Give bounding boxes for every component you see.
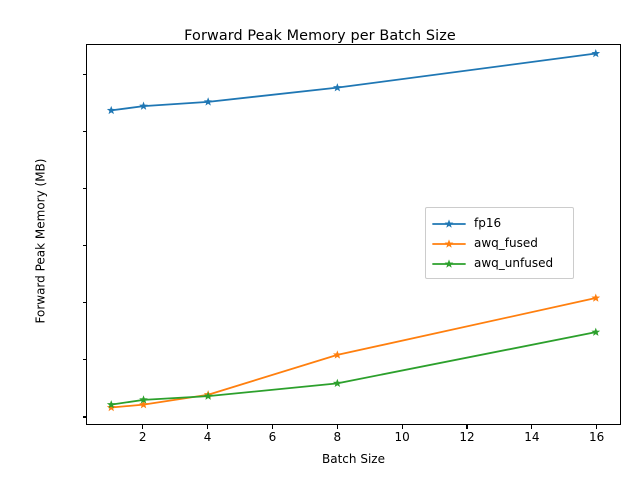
- legend-marker-icon-awq_fused: [432, 236, 466, 250]
- data-point-awq_fused-2: [139, 400, 148, 409]
- legend-marker-icon-awq_unfused: [432, 256, 466, 270]
- x-tick-label: 6: [268, 430, 277, 444]
- y-tick-mark: [82, 359, 86, 361]
- legend-label-awq_fused: awq_fused: [474, 236, 538, 250]
- data-point-awq_fused-8: [332, 350, 342, 359]
- data-point-awq_unfused-2: [139, 395, 148, 404]
- data-point-fp16-16: [591, 48, 601, 58]
- x-tick-mark: [466, 425, 468, 429]
- chart-legend: fp16 awq_fused awq_unfused: [425, 207, 574, 279]
- y-tick-mark: [82, 130, 86, 132]
- data-point-awq_unfused-4: [203, 391, 213, 400]
- legend-item-awq_unfused[interactable]: awq_unfused: [432, 253, 567, 273]
- data-point-fp16-2: [139, 101, 148, 110]
- y-tick-mark: [82, 302, 86, 304]
- series-awq_unfused: [106, 327, 601, 409]
- y-axis-label: Forward Peak Memory (MB): [33, 158, 48, 324]
- legend-item-awq_fused[interactable]: awq_fused: [432, 233, 567, 253]
- x-tick-label: 12: [459, 430, 475, 444]
- y-tick-mark: [82, 187, 86, 189]
- data-point-awq_fused-1: [106, 402, 116, 412]
- data-point-fp16-4: [203, 97, 213, 106]
- series-line-awq_fused: [110, 297, 597, 409]
- series-line-fp16: [110, 52, 597, 112]
- y-tick-mark: [82, 245, 86, 247]
- legend-label-awq_unfused: awq_unfused: [474, 256, 554, 270]
- y-tick-mark: [82, 416, 86, 418]
- series-lines: [106, 48, 601, 412]
- series-fp16: [106, 48, 601, 115]
- x-tick-mark: [596, 425, 598, 429]
- series-line-awq_unfused: [110, 331, 597, 406]
- data-point-fp16-1: [106, 105, 116, 115]
- x-tick-mark: [336, 425, 338, 429]
- series-awq_fused: [106, 293, 601, 412]
- legend-label-fp16: fp16: [474, 216, 502, 230]
- y-tick-mark: [82, 73, 86, 75]
- data-point-awq_unfused-1: [106, 400, 116, 409]
- legend-marker-icon-fp16: [432, 216, 466, 230]
- x-tick-label: 2: [138, 430, 147, 444]
- data-point-awq_unfused-8: [332, 378, 342, 388]
- x-tick-label: 10: [394, 430, 410, 444]
- x-tick-mark: [531, 425, 533, 429]
- x-tick-mark: [142, 425, 144, 429]
- x-tick-label: 4: [203, 430, 212, 444]
- data-point-awq_fused-16: [591, 293, 601, 302]
- data-point-fp16-8: [332, 83, 342, 92]
- x-tick-mark: [207, 425, 209, 429]
- x-tick-mark: [271, 425, 274, 429]
- x-tick-label: 8: [333, 430, 342, 444]
- x-axis-label: Batch Size: [322, 452, 385, 466]
- legend-item-fp16[interactable]: fp16: [432, 213, 567, 233]
- data-point-awq_unfused-16: [591, 327, 601, 336]
- x-tick-mark: [401, 425, 403, 429]
- x-tick-label: 14: [524, 430, 540, 444]
- x-tick-label: 16: [589, 430, 605, 444]
- chart-title: Forward Peak Memory per Batch Size: [184, 28, 456, 44]
